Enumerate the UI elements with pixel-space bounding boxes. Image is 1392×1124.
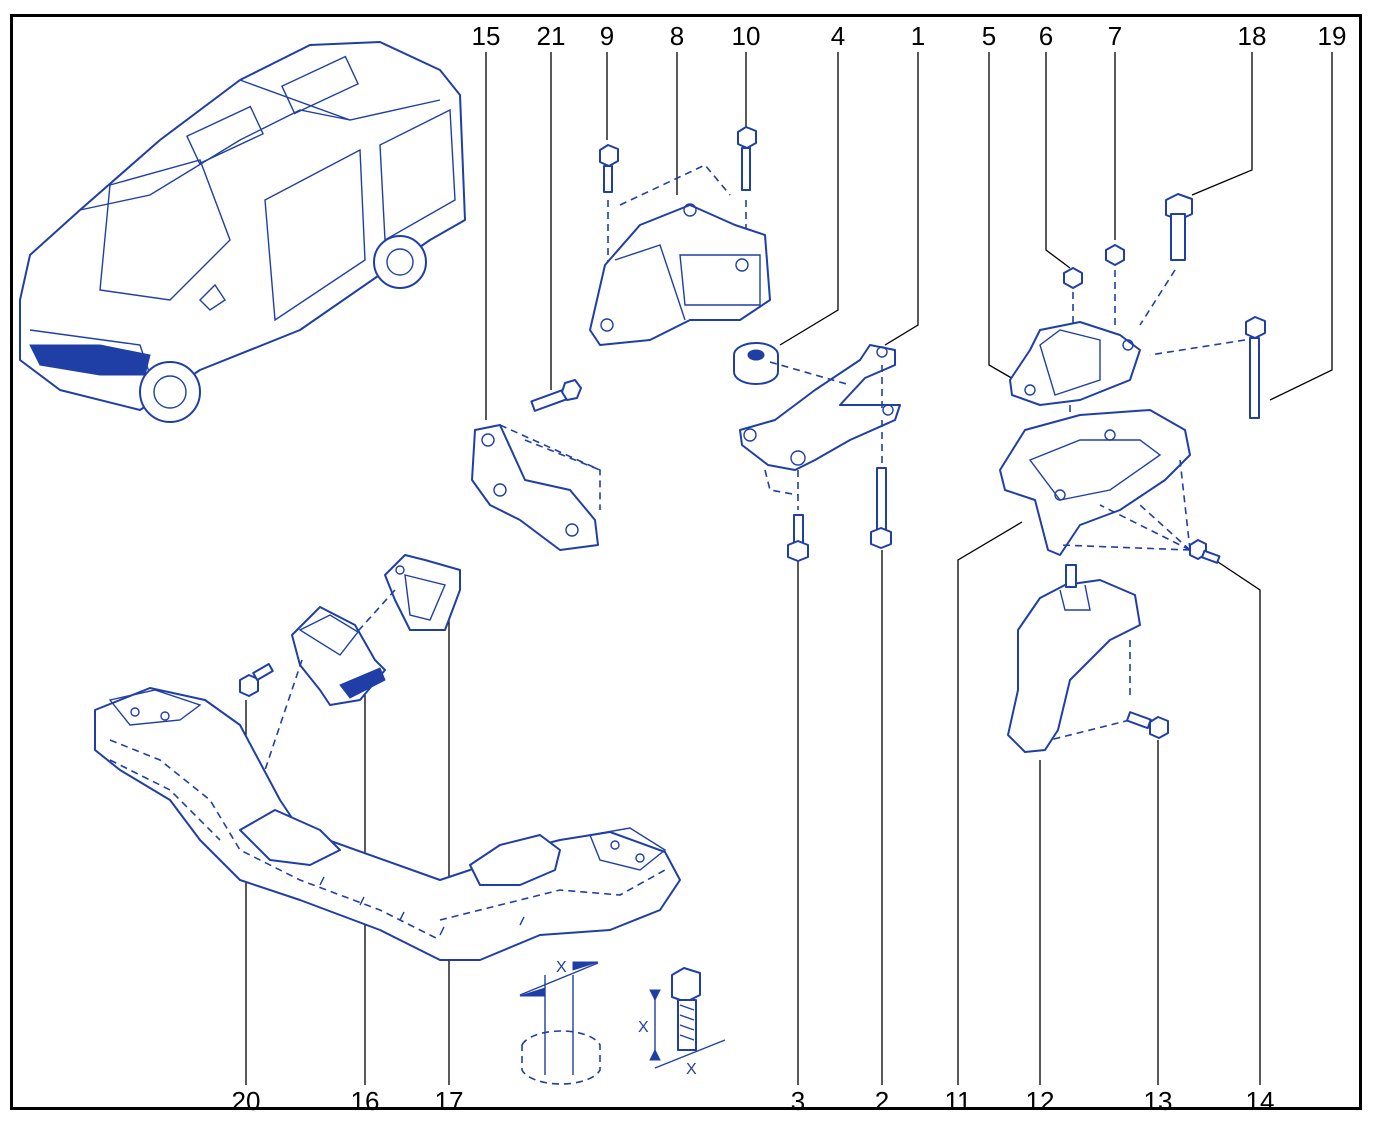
bushing-4-icon (733, 342, 779, 385)
diagram-frame (10, 14, 1362, 1110)
nut-6-icon (1063, 267, 1083, 330)
callout-5: 5 (982, 21, 996, 51)
callout-18: 18 (1238, 21, 1267, 51)
engine-mount-8-icon (589, 164, 771, 346)
callout-3: 3 (791, 1086, 805, 1116)
leader-4 (779, 52, 839, 346)
callouts-top: 15 21 9 8 10 4 1 5 6 7 18 19 (472, 21, 1347, 51)
callout-8: 8 (670, 21, 684, 51)
support-11-icon (999, 409, 1221, 564)
leader-19 (1269, 52, 1333, 401)
bolt-width-label: X (686, 1061, 697, 1078)
bolt-3-icon (787, 514, 809, 562)
bracket-12-icon (1007, 564, 1169, 753)
leader-18 (1191, 52, 1253, 196)
callout-9: 9 (600, 21, 614, 51)
nut-width-label: X (556, 959, 567, 976)
callout-12: 12 (1026, 1086, 1055, 1116)
nut-dimension-icon: X (519, 959, 601, 1085)
bolt-19-icon (1149, 316, 1266, 419)
callout-6: 6 (1039, 21, 1053, 51)
callout-19: 19 (1318, 21, 1347, 51)
torque-rod-1-icon (739, 344, 901, 510)
bracket-15-icon (471, 379, 601, 551)
leader-lines (245, 52, 1333, 1085)
leader-1 (884, 52, 919, 346)
callout-2: 2 (875, 1086, 889, 1116)
callouts-bottom: 20 16 17 3 2 11 12 13 14 (232, 1086, 1275, 1116)
callout-7: 7 (1108, 21, 1122, 51)
bolt-dimension-icon: X X (638, 967, 726, 1078)
leader-5 (988, 52, 1016, 381)
callout-14: 14 (1246, 1086, 1275, 1116)
callout-21: 21 (537, 21, 566, 51)
nut-7-icon (1105, 244, 1125, 330)
bolt-2-icon (870, 467, 892, 549)
bolt-length-label: X (638, 1019, 649, 1036)
callout-1: 1 (911, 21, 925, 51)
bolt-18-icon (1139, 193, 1193, 326)
bolt-20-icon (239, 663, 274, 697)
callout-16: 16 (351, 1086, 380, 1116)
callout-10: 10 (732, 21, 761, 51)
callout-11: 11 (945, 1086, 972, 1116)
leader-14 (1214, 559, 1261, 1085)
callout-20: 20 (232, 1086, 261, 1116)
bracket-17-icon (349, 554, 461, 641)
callout-13: 13 (1144, 1086, 1173, 1116)
callout-15: 15 (472, 21, 501, 51)
subframe-icon (94, 687, 681, 961)
leader-11 (957, 521, 1023, 1085)
callout-4: 4 (831, 21, 845, 51)
leader-6 (1045, 52, 1071, 269)
callout-17: 17 (435, 1086, 464, 1116)
van-icon (19, 41, 466, 423)
engine-mount-16-icon (264, 606, 386, 771)
